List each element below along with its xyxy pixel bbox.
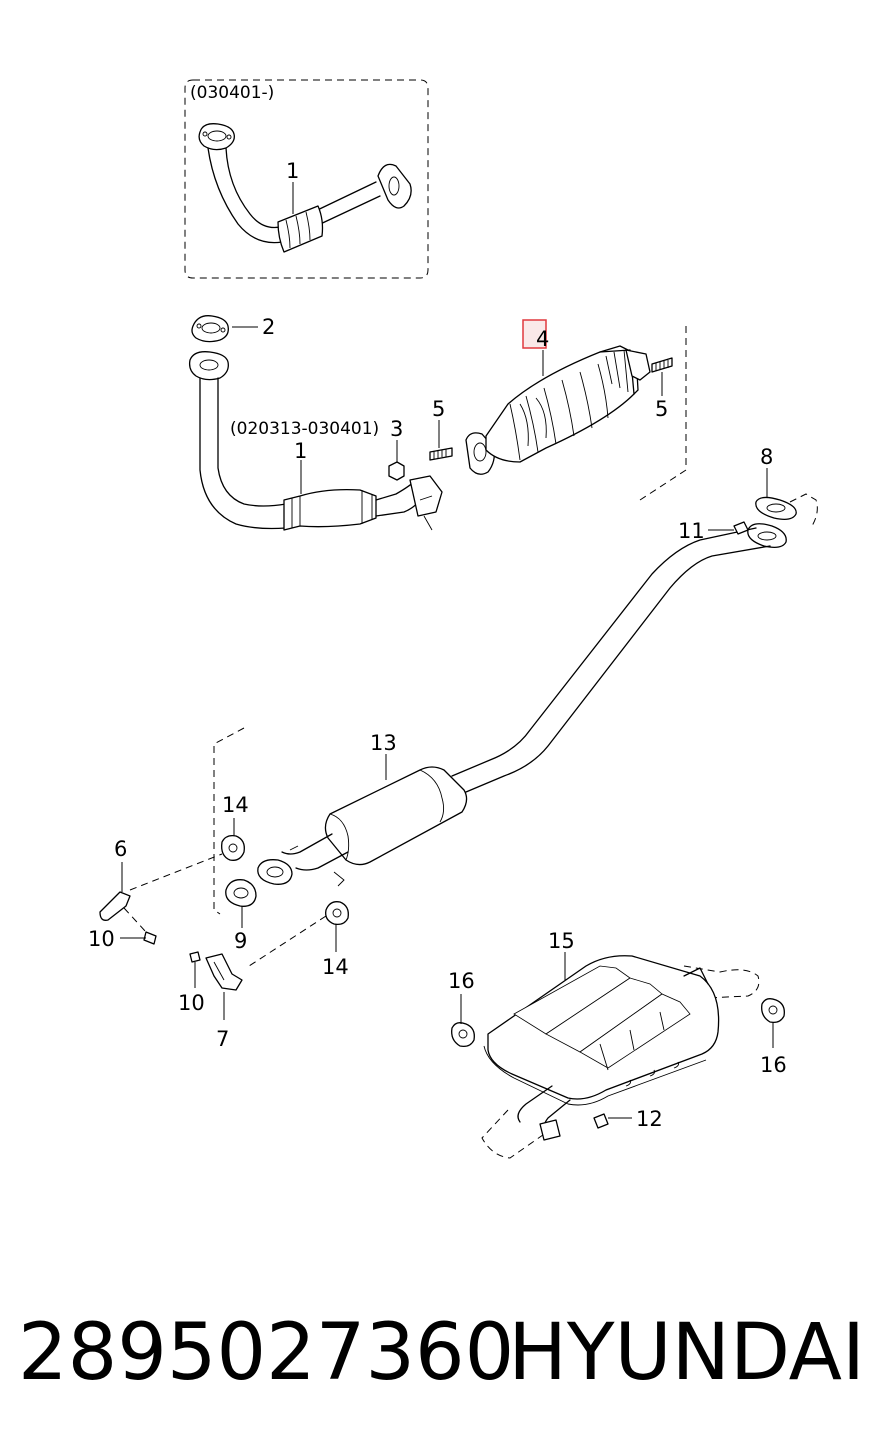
callout-15: 15 — [548, 929, 575, 953]
callout-16-left: 16 — [448, 969, 475, 993]
variant-label-middle: (020313-030401) — [230, 419, 379, 439]
callout-14-upper: 14 — [222, 793, 249, 817]
callout-11: 11 — [678, 519, 705, 543]
callout-10-left: 10 — [88, 927, 115, 951]
center-pipe-13: 13 — [281, 493, 818, 887]
stud-bolt-5-right: 5 — [651, 357, 673, 421]
highlight-box-callout-4 — [522, 319, 547, 349]
bolt-10-lower: 10 — [178, 951, 205, 1015]
bolt-10-left: 10 — [88, 927, 157, 951]
front-pipe-lower — [188, 351, 443, 531]
callout-7: 7 — [216, 1027, 229, 1051]
callout-1-lower: 1 — [294, 439, 307, 463]
rubber-hanger-14-lower: 14 — [245, 901, 349, 979]
rubber-hanger-16-right: 16 — [760, 998, 787, 1077]
variant-label-top: (030401-) — [190, 83, 274, 103]
bracket-7: 7 — [205, 953, 243, 1051]
callout-8: 8 — [760, 445, 773, 469]
brand-name: HYUNDAI — [508, 1308, 865, 1398]
callout-5-right: 5 — [655, 397, 668, 421]
callout-1-top: 1 — [286, 159, 299, 183]
callout-16-right: 16 — [760, 1053, 787, 1077]
callout-9: 9 — [234, 929, 247, 953]
callout-2: 2 — [262, 315, 275, 339]
gasket-8: 8 — [755, 445, 797, 520]
gasket-9: 9 — [225, 859, 293, 953]
callout-5-left: 5 — [432, 397, 445, 421]
callout-12: 12 — [636, 1107, 663, 1131]
rubber-hanger-16-left: 16 — [448, 969, 475, 1048]
rubber-hanger-14-upper: 14 — [221, 793, 249, 861]
callout-4: 4 — [536, 327, 549, 351]
nut-3: 3 — [388, 417, 405, 481]
exhaust-system-diagram: (030401-) 1 2 — [88, 79, 818, 1159]
front-pipe-top — [198, 123, 412, 253]
rear-muffler-15: 15 — [481, 929, 760, 1159]
callout-6: 6 — [114, 837, 127, 861]
bolt-12: 12 — [593, 1107, 663, 1131]
bracket-6: 6 — [99, 837, 223, 933]
part-caption: 2895027360 HYUNDAI — [0, 1300, 887, 1420]
gasket-2: 2 — [191, 315, 275, 343]
callout-3: 3 — [390, 417, 403, 441]
bolt-11: 11 — [678, 519, 749, 543]
stud-bolt-5-left: 5 — [429, 397, 453, 461]
catalytic-converter-4: 4 — [465, 319, 687, 501]
callout-10-lower: 10 — [178, 991, 205, 1015]
callout-14-lower: 14 — [322, 955, 349, 979]
part-number: 2895027360 — [18, 1308, 515, 1398]
front-pipe-variant-box: (030401-) 1 — [184, 79, 429, 279]
callout-13: 13 — [370, 731, 397, 755]
